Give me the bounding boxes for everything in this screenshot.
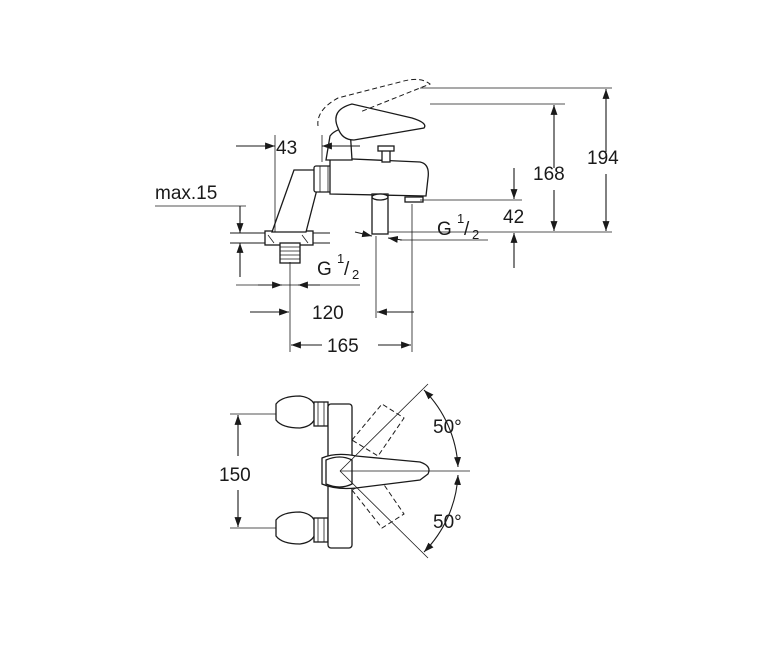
angle-dims: 50° 50° <box>339 383 470 559</box>
mixer-body <box>271 78 431 235</box>
dim-42-label: 42 <box>503 207 524 228</box>
dim-vertical: 168 194 42 <box>388 87 619 268</box>
dim-43: 43 <box>236 135 360 232</box>
dim-43-label: 43 <box>276 138 297 159</box>
side-view: 43 max.15 G 1 / 2 G 1 / 2 <box>155 78 619 357</box>
thread-right-g: G <box>437 219 452 240</box>
dim-max15-label: max.15 <box>155 183 217 204</box>
dim-120-label: 120 <box>312 303 344 324</box>
dim-150-label: 150 <box>219 465 251 486</box>
thread-right-sup: 1 <box>457 211 464 226</box>
thread-left-g: G <box>317 259 332 280</box>
dim-168-label: 168 <box>533 164 565 185</box>
thread-label-right: G 1 / 2 <box>354 211 488 243</box>
thread-left-sub: 2 <box>352 267 359 282</box>
svg-text:/: / <box>344 259 350 280</box>
dim-max15: max.15 <box>155 183 246 277</box>
dim-194-label: 194 <box>587 148 619 169</box>
dim-165-label: 165 <box>327 336 359 357</box>
connector-top <box>275 395 329 429</box>
angle-bottom-label: 50° <box>433 512 462 533</box>
dim-150: 150 <box>219 413 288 529</box>
svg-text:/: / <box>464 219 470 240</box>
thread-left-sup: 1 <box>337 251 344 266</box>
thread-label-left: G 1 / 2 <box>236 251 360 289</box>
connector-bottom <box>275 511 329 545</box>
handle-rotated-up <box>351 403 405 457</box>
deck-mount <box>230 230 330 264</box>
angle-top-label: 50° <box>433 417 462 438</box>
thread-right-sub: 2 <box>472 227 479 242</box>
handle-top <box>321 453 430 490</box>
top-view: 150 <box>219 383 470 559</box>
dim-horizontal: 120 165 <box>250 204 414 357</box>
